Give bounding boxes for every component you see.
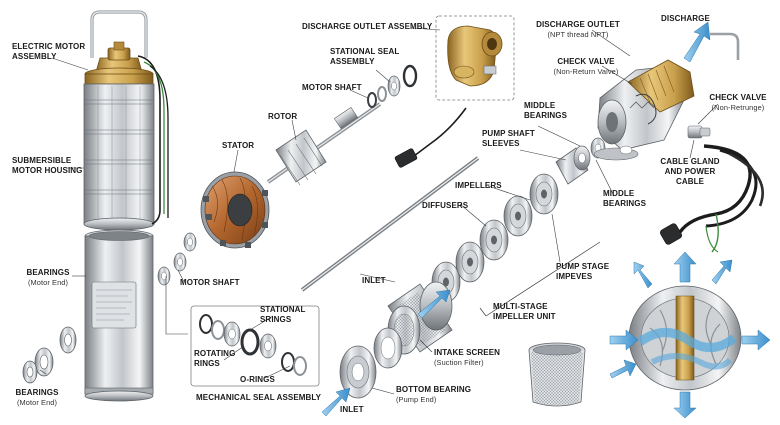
discharge-handle-illustration [710,32,740,60]
leader-lines [39,27,719,395]
discharge-outlet-assembly-illustration [435,15,515,101]
label-diffusers: DIFFUSERS [422,201,469,210]
label-rotating-rings: ROTATING RINGS [194,349,236,368]
label-check-valve-left: CHECK VALVE(Non-Return Valve) [553,57,619,76]
label-inlet-bottom: INLET [340,405,364,414]
label-middle-bearings-top: MIDDLE BEARINGS [524,101,568,120]
inlet-arrow-icon [321,387,351,417]
label-bottom-bearing: BOTTOM BEARING(Pump End) [396,385,472,404]
label-bearings-motor-end-bottom: BEARINGS(Motor End) [15,388,59,407]
middle-bearings-sleeves-illustration [555,137,606,185]
label-rotor: ROTOR [268,112,298,121]
label-impellers: IMPELLERS [455,181,502,190]
impeller-flow-cutaway-illustration [609,251,771,419]
label-cable-gland-power-cable: CABLE GLAND AND POWER CABLE [660,157,720,186]
label-pump-stage-impeves: PUMP STAGE IMPEVES [556,262,610,281]
label-multi-stage-impeller-unit: MULTI-STAGE IMPELLER UNIT [493,302,556,321]
label-discharge-outlet: DISCHARGE OUTLET(NPT thread NPT) [536,20,620,39]
label-mechanical-seal-assembly: MECHANICAL SEAL ASSEMBLY [196,393,322,402]
label-submersible-motor-housing: SUBMERSIBLE MOTOR HOUSING [12,156,83,175]
shaft-seal-rings-illustration [367,64,418,108]
cable-gland-power-cable-illustration [660,125,764,253]
rotor-illustration [266,102,382,186]
label-discharge-outlet-assembly: DISCHARGE OUTLET ASSEMBLY [302,22,433,31]
bottom-bearing-illustration [339,345,377,399]
label-stational-srings: STATIONAL SRINGS [260,305,306,324]
label-discharge: DISCHARGE [661,14,710,23]
label-stational-seal-assembly: STATIONAL SEAL ASSEMBLY [330,47,400,66]
label-middle-bearings-right: MIDDLE BEARINGS [603,189,647,208]
label-motor-shaft-bottom: MOTOR SHAFT [180,278,240,287]
label-check-valve-right: CHECK VALVE(Non-Retrunge) [709,93,767,112]
pump-shaft-illustration [300,156,480,292]
small-bearings-illustration [157,232,197,286]
check-valve-cutaway-illustration [593,59,695,161]
label-o-rings: O-RINGS [240,375,275,384]
bearings-motor-end-illustration [22,326,77,384]
cable-plug-illustration [394,107,467,168]
label-pump-shaft-sleeves: PUMP SHAFT SLEEVES [482,129,535,148]
label-intake-screen: INTAKE SCREEN(Suction Filter) [434,348,501,367]
stator-illustration [200,171,270,249]
intake-screen-illustration [373,281,453,369]
motor-assembly-illustration [83,10,169,402]
discharge-arrow-icon [683,21,711,63]
strainer-cup-illustration [528,342,586,407]
label-bearings-motor-end-top: BEARINGS(Motor End) [26,268,70,287]
label-stator: STATOR [222,141,255,150]
label-motor-shaft-top: MOTOR SHAFT [302,83,362,92]
label-inlet-shaft: INLET [362,276,386,285]
label-electric-motor-assembly: ELECTRIC MOTOR ASSEMBLY [12,42,86,61]
intake-flow-arrow-icon [417,289,451,319]
impeller-stages-illustration [431,173,601,317]
